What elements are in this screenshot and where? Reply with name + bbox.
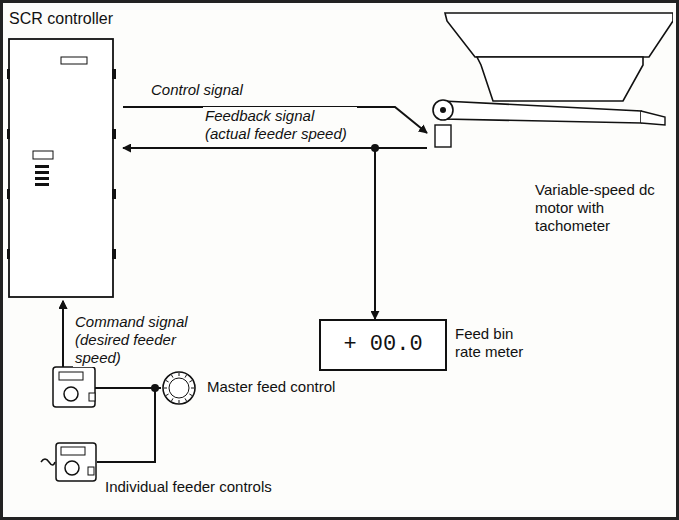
meter-display: + 00.0 <box>343 332 422 358</box>
node-outline <box>55 442 97 482</box>
supply-wire <box>41 459 55 465</box>
node-heading: Individual feeder controls <box>105 478 272 496</box>
junction-dot <box>151 384 159 392</box>
scr-controller: SCR controller <box>7 9 123 301</box>
node-heading: SCR controller <box>7 9 123 28</box>
signal-label: Command signal (desired feeder speed) <box>73 313 201 367</box>
node-heading: Variable-speed dc motor with tachometer <box>535 181 667 235</box>
node-heading: Master feed control <box>207 378 335 396</box>
individual-control-box: Individual feeder controls <box>55 442 97 482</box>
junction-dot <box>371 144 379 152</box>
signal-label: Control signal <box>149 81 245 99</box>
node-outline <box>7 9 119 301</box>
node-outline <box>161 370 197 406</box>
master-dial: Master feed control <box>161 370 197 406</box>
signal-label: Feedback signal (actual feeder speed) <box>203 107 357 143</box>
feeder-motor: Variable-speed dc motor with tachometer <box>427 7 673 243</box>
signal-line <box>375 148 427 319</box>
node-heading: Feed bin rate meter <box>455 325 539 361</box>
rate-meter: + 00.0Feed bin rate meter <box>319 319 447 371</box>
feeder-control-box <box>53 367 95 407</box>
